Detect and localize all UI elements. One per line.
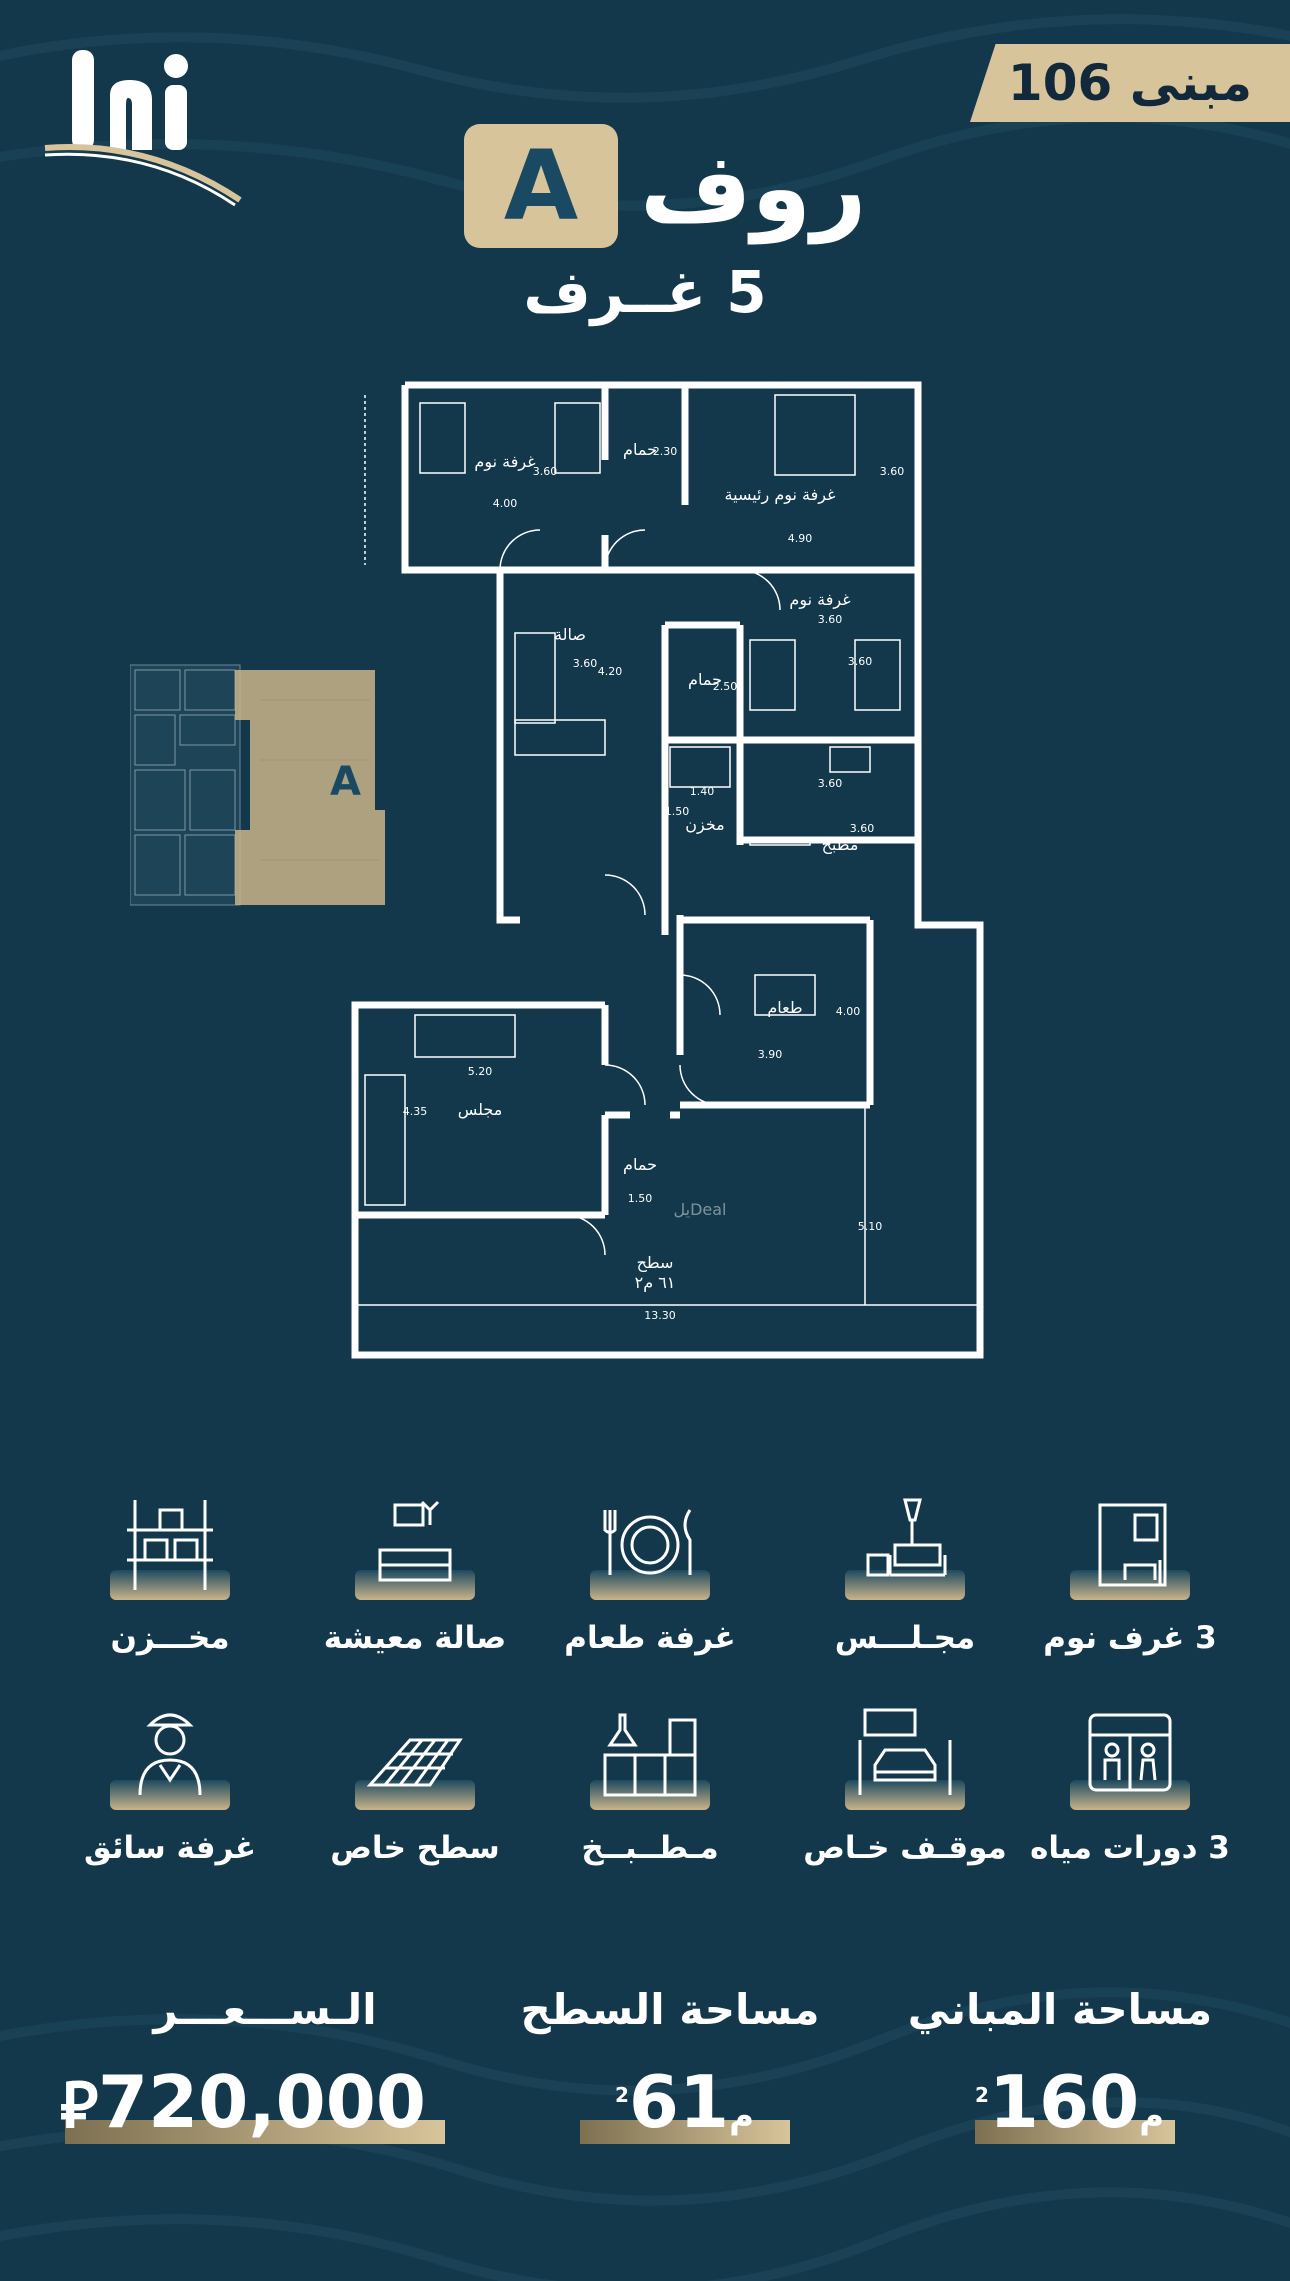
feature-driver-room: غرفة سائق bbox=[60, 1680, 280, 1880]
dim-d11: 1.40 bbox=[690, 785, 715, 798]
unit-type-word: روف bbox=[640, 132, 867, 244]
building-area-label: مساحة المباني bbox=[907, 1985, 1213, 2034]
room-kitchen: مطبخ bbox=[822, 835, 859, 855]
feature-parking: موقـف خـاص bbox=[795, 1680, 1015, 1880]
majlis-icon bbox=[866, 1498, 947, 1577]
dim-d8: 3.60 bbox=[818, 613, 843, 626]
feature-wc: 3 دورات مياه bbox=[1020, 1680, 1240, 1880]
floor-plan: غرفة نوم حمام غرفة نوم رئيسية صالة غرفة … bbox=[351, 381, 984, 1359]
roof-area-bar bbox=[580, 2120, 790, 2144]
roof-area-label: مساحة السطح bbox=[520, 1985, 820, 2034]
roof-icon bbox=[366, 1738, 463, 1787]
dim-d6: 3.60 bbox=[573, 657, 598, 670]
dim-d21: 1.50 bbox=[628, 1192, 653, 1205]
room-bathroom-2: حمام bbox=[688, 670, 722, 689]
dining-icon bbox=[603, 1509, 692, 1575]
room-roof: سطح bbox=[637, 1253, 674, 1273]
dim-d3: 2.30 bbox=[653, 445, 678, 458]
dim-d2: 3.60 bbox=[533, 465, 558, 478]
dim-d15: 4.00 bbox=[836, 1005, 861, 1018]
riyal-currency-icon: ⃁ bbox=[60, 2069, 99, 2143]
room-majlis: مجلس bbox=[458, 1100, 503, 1120]
room-hall: صالة bbox=[554, 625, 586, 644]
parking-icon bbox=[858, 1708, 952, 1795]
dim-d18: 4.35 bbox=[403, 1105, 428, 1118]
building-area-bar bbox=[975, 2120, 1175, 2144]
room-bathroom-3: حمام bbox=[623, 1155, 657, 1174]
price-label: الـســـعـــر bbox=[153, 1985, 377, 2034]
driver-room-icon bbox=[138, 1713, 202, 1796]
feature-majlis: مجـلـــس bbox=[795, 1470, 1015, 1670]
rooms-count: 5 غــرف bbox=[523, 258, 767, 326]
unit-title: روف A bbox=[0, 118, 1290, 258]
price-value: ⃁720,000 bbox=[60, 2060, 426, 2144]
feature-dining: غرفة طعام bbox=[540, 1470, 760, 1670]
room-dining: طعام bbox=[767, 998, 802, 1017]
feature-storage: مخـــزن bbox=[60, 1470, 280, 1670]
feature-living-room: صالة معيشة bbox=[305, 1470, 525, 1670]
room-bathroom-1: حمام bbox=[623, 440, 657, 459]
room-storage: مخزن bbox=[685, 815, 724, 835]
room-bedroom-2: غرفة نوم bbox=[789, 590, 850, 610]
wc-icon bbox=[1088, 1713, 1172, 1792]
dim-d16: 3.90 bbox=[758, 1048, 783, 1061]
dim-d12: 3.60 bbox=[818, 777, 843, 790]
kitchen-icon bbox=[603, 1713, 697, 1797]
dim-d1: 4.00 bbox=[493, 497, 518, 510]
room-master-bedroom: غرفة نوم رئيسية bbox=[725, 485, 836, 505]
room-bedroom-1: غرفة نوم bbox=[474, 452, 535, 472]
dim-d17: 5.20 bbox=[468, 1065, 493, 1078]
room-roof-area: ٦١ م٢ bbox=[635, 1273, 676, 1292]
feature-roof: سطح خاص bbox=[305, 1680, 525, 1880]
mini-map-letter: A bbox=[330, 759, 361, 805]
dim-d5: 3.60 bbox=[880, 465, 905, 478]
building-number-badge: مبنى 106 bbox=[970, 44, 1290, 122]
dim-d9: 2.50 bbox=[713, 680, 738, 693]
unit-letter-badge: A bbox=[464, 124, 618, 248]
dim-d4: 4.90 bbox=[788, 532, 813, 545]
dim-d20: 13.30 bbox=[644, 1309, 676, 1322]
dim-d13: 1.50 bbox=[665, 805, 690, 818]
dim-d10: 3.60 bbox=[848, 655, 873, 668]
living-room-icon bbox=[378, 1500, 452, 1582]
feature-kitchen: مـطــبــخ bbox=[540, 1680, 760, 1880]
unit-location-map: A bbox=[130, 664, 385, 906]
dim-d7: 4.20 bbox=[598, 665, 623, 678]
building-area-value: م2160 bbox=[975, 2060, 1165, 2144]
roof-area-value: م261 bbox=[615, 2060, 755, 2144]
watermark: یلDeal bbox=[674, 1200, 727, 1219]
storage-icon bbox=[127, 1500, 213, 1590]
dim-d19: 5.10 bbox=[858, 1220, 883, 1233]
bedroom-icon bbox=[1098, 1503, 1167, 1587]
company-logo bbox=[44, 50, 242, 207]
dim-d14: 3.60 bbox=[850, 822, 875, 835]
price-bar bbox=[65, 2120, 445, 2144]
feature-bedrooms: 3 غرف نوم bbox=[1020, 1470, 1240, 1670]
